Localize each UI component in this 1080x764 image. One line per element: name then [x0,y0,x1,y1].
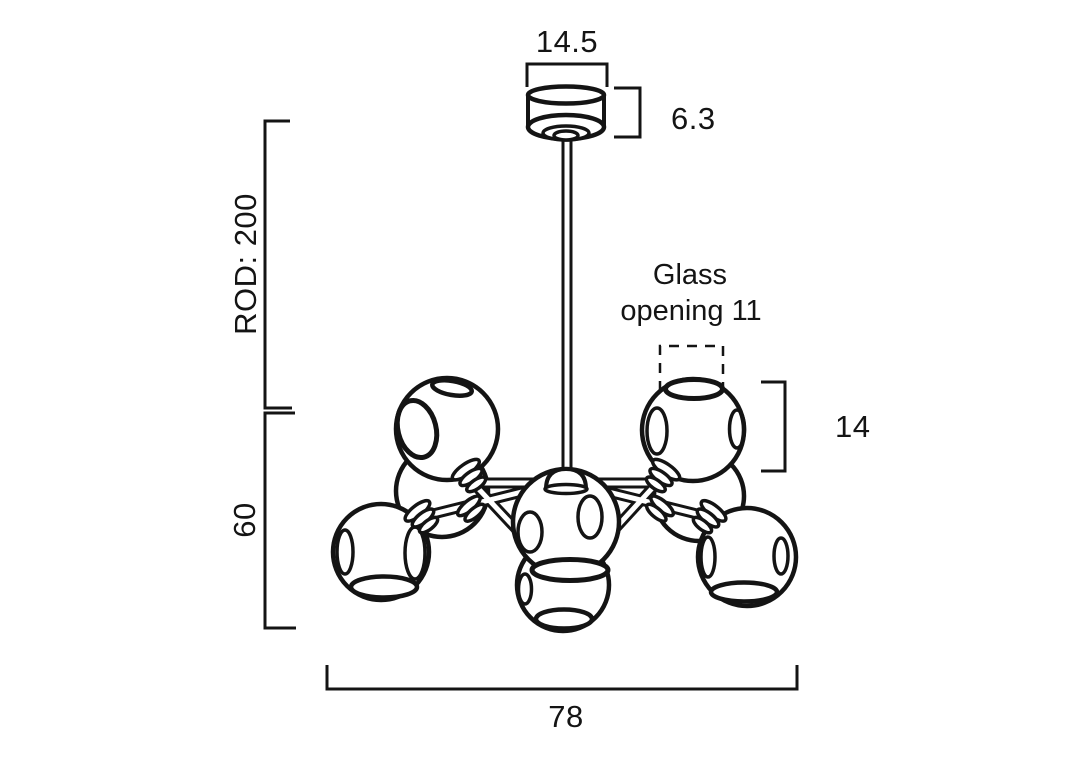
globe-center-highlight [576,494,604,540]
note-glass-opening-line1: Glass [653,259,727,291]
dim-overall-width: 78 [325,665,799,734]
globe-front-bottom-highlight [516,572,534,606]
dim-canopy-width: 14.5 [525,24,609,87]
chandelier-body [330,375,799,634]
canopy-rod-hole [552,129,580,142]
socket-front-left [455,494,487,523]
socket-front-right [644,494,676,523]
canopy-top [525,84,607,106]
globe-upper-left-front-opening [394,397,440,461]
dim-canopy-height-label: 6.3 [671,101,716,136]
globe-upper-right-top-opening [663,377,725,401]
globe-front-bottom-opening [533,607,595,631]
dim-body-height: 60 [227,411,296,630]
globe-upper-right-highlight [645,406,669,456]
socket-upper-right [644,457,682,494]
dim-shade-height-label: 14 [835,409,870,444]
globe-center-opening [529,557,611,583]
globe-upper-left-top-opening [430,378,474,398]
socket-lower-right [691,498,728,535]
globe-upper-left [393,375,501,483]
dim-rod-length-label: ROD: 200 [228,193,263,335]
globe-lower-right-opening [708,580,780,604]
dim-rod-length: ROD: 200 [228,119,292,410]
globe-lower-left-highlight [335,528,355,576]
hub-collar [543,466,589,496]
globe-center-highlight [516,510,544,554]
globe-lower-right-highlight [772,536,790,576]
globe-upper-right [639,376,747,484]
note-glass-opening-line2: opening 11 [620,295,761,327]
note-glass-opening: Glass opening 11 [620,259,762,394]
dim-canopy-height: 6.3 [614,86,716,139]
socket-lower-left [403,498,440,535]
globe-lower-right-highlight [699,535,717,579]
dim-shade-height: 14 [761,380,870,473]
globe-lower-left [330,501,432,603]
dim-canopy-width-label: 14.5 [536,24,598,59]
globe-lower-right [695,505,799,609]
ceiling-canopy [525,84,607,142]
socket-upper-left [450,457,488,494]
globe-lower-left-opening [348,574,420,600]
globe-upper-right-highlight [727,408,747,450]
dim-overall-width-label: 78 [548,699,583,734]
dim-body-height-label: 60 [227,502,262,537]
glass-opening-dashed-box [658,344,725,394]
